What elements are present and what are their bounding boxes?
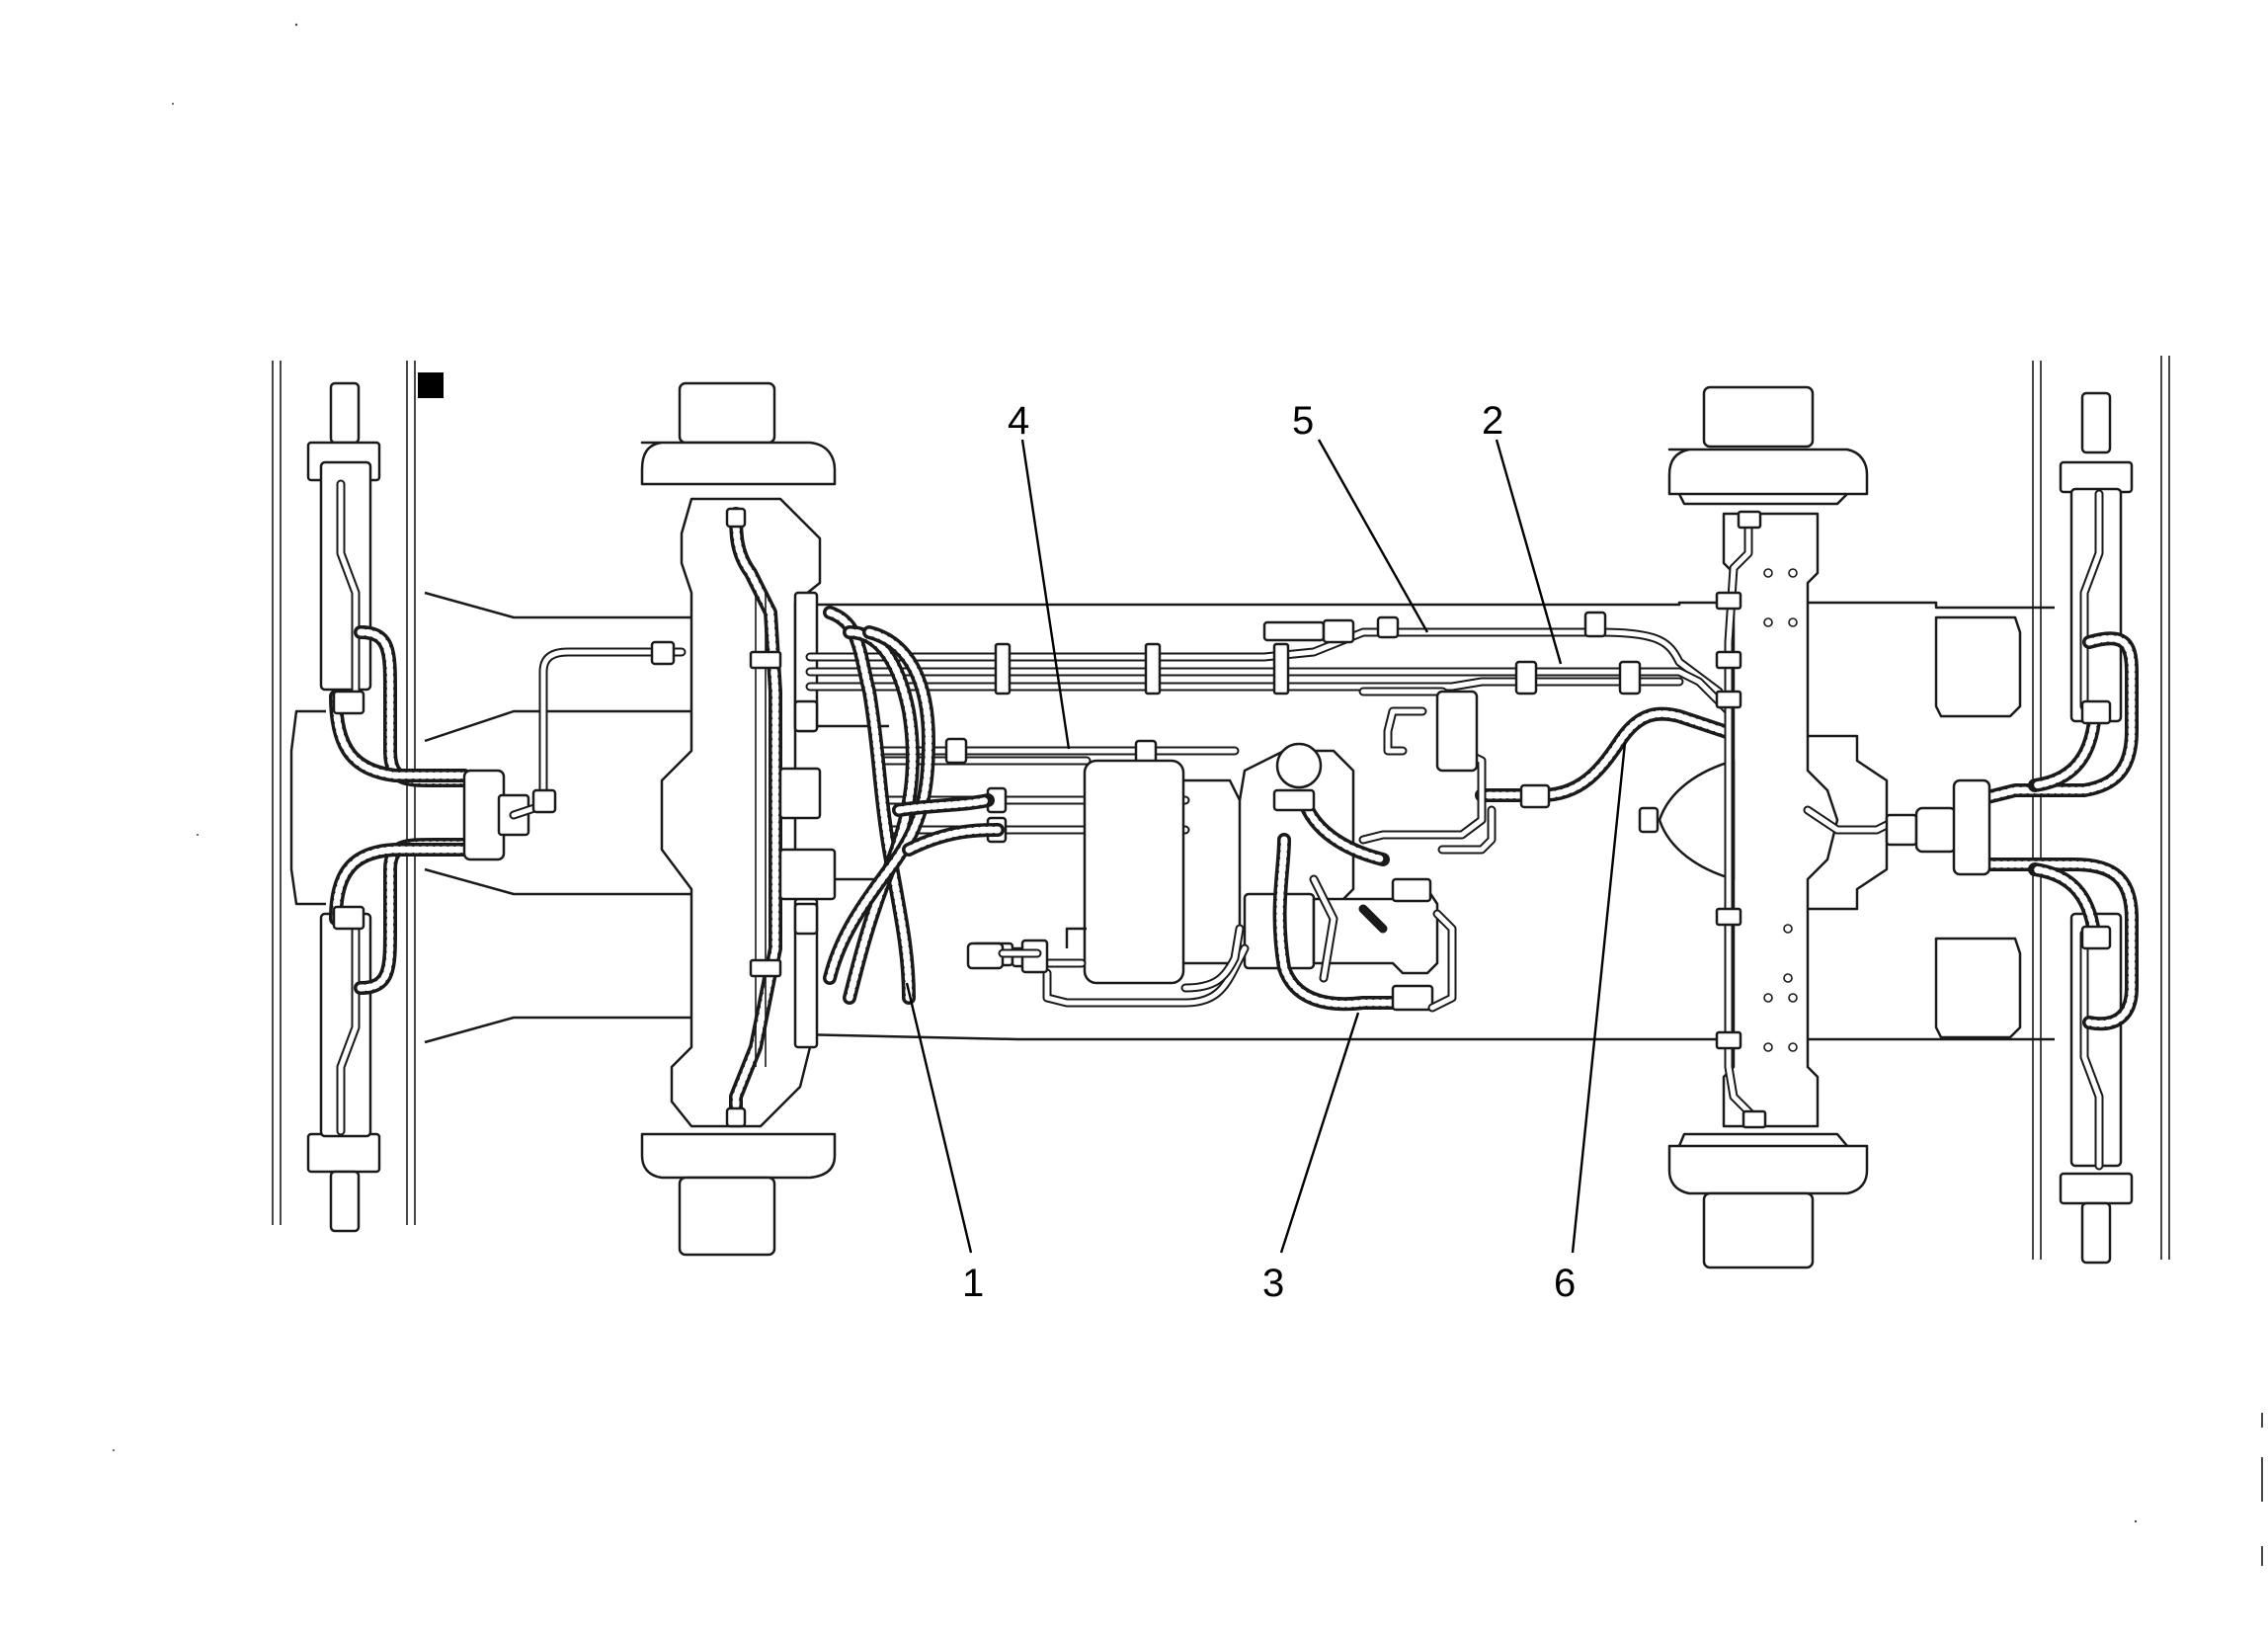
right-side-rails [2032,356,2170,1260]
front-axle [640,381,837,1257]
callout-2: 2 [1482,399,1503,443]
front-crossover-hoses [823,606,1005,1005]
reference-square-marker [418,372,444,398]
leader-5 [1317,439,1429,633]
rear-brake-lines [1358,687,1745,855]
rear-axle [1638,385,1869,1269]
leader-1 [905,982,973,1254]
left-side-rails [272,361,416,1225]
callout-3: 3 [1262,1262,1284,1305]
main-brake-lines [805,611,1734,716]
scan-specks [113,23,2263,1566]
callout-5: 5 [1292,399,1314,443]
right-wheel-cylinder-assembly [1952,391,2139,1265]
leader-3 [1279,1012,1360,1254]
leader-2 [1495,439,1563,665]
leader-6 [1571,742,1627,1254]
left-crossover-pipe [509,640,687,820]
callout-numbers: 1 2 3 4 5 6 [962,399,1576,1305]
leader-4 [1020,439,1071,750]
pressure-switch-assembly [966,941,1042,970]
callout-leaders [905,439,1627,1254]
callout-4: 4 [1008,399,1029,443]
master-cylinder-reservoir [1065,742,1355,985]
left-wheel-cylinder-assembly [306,381,530,1233]
callout-1: 1 [962,1262,984,1305]
callout-6: 6 [1554,1262,1576,1305]
right-crossover-pipe [1803,805,1958,854]
brake-booster [1243,788,1457,1013]
